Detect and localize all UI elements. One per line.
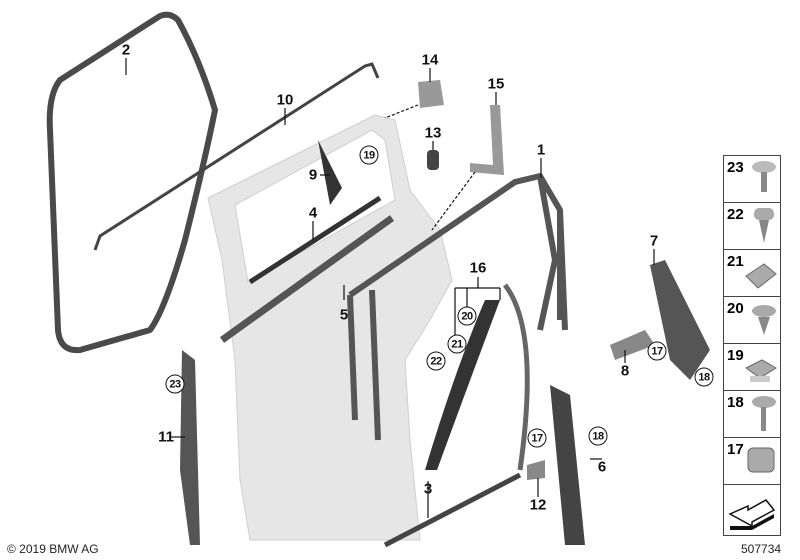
callout-3: 3 (423, 480, 433, 498)
callout-11: 11 (158, 428, 174, 446)
callout-14: 14 (421, 51, 439, 69)
circled-callout-18: 18 (694, 367, 714, 387)
callout-12: 12 (529, 496, 547, 514)
diagram-number: 507734 (741, 542, 782, 556)
callout-16: 16 (469, 259, 487, 277)
cap (427, 150, 439, 170)
panel-item-23: 23 (724, 156, 780, 203)
direction-arrow-icon (728, 499, 776, 530)
pillar-cover (650, 260, 710, 380)
callout-5: 5 (339, 306, 349, 324)
panel-number: 20 (727, 300, 744, 317)
circled-callout-22: 22 (426, 351, 446, 371)
expanding-rivet-icon (752, 305, 776, 335)
panel-item-18: 18 (724, 391, 780, 438)
callout-6: 6 (597, 458, 607, 476)
circled-callout-21: 21 (447, 334, 467, 354)
circled-callout-19: 19 (359, 145, 379, 165)
callout-9: 9 (308, 166, 318, 184)
panel-item-19: 19 (724, 344, 780, 391)
circled-callout-18-lower: 18 (588, 426, 608, 446)
panel-item-17: 17 (724, 438, 780, 485)
belt-molding (219, 215, 395, 343)
sill-strip (383, 472, 522, 548)
small-bracket (527, 460, 545, 480)
panel-number: 23 (727, 159, 744, 176)
callout-13: 13 (424, 124, 442, 142)
panel-number: 18 (727, 394, 744, 411)
push-rivet-icon (752, 161, 776, 192)
callout-10: 10 (276, 91, 294, 109)
clip-nut-icon (745, 263, 777, 289)
callout-2: 2 (121, 41, 131, 59)
panel-item-21: 21 (724, 250, 780, 297)
spring-nut-icon (745, 359, 777, 382)
callout-4: 4 (308, 204, 318, 222)
panel-item-20: 20 (724, 297, 780, 344)
panel-number: 22 (727, 206, 744, 223)
callout-8: 8 (620, 362, 630, 380)
arch-trim (425, 300, 500, 470)
door-seal (46, 11, 218, 354)
circled-callout-20: 20 (457, 306, 477, 326)
window-channel (248, 195, 382, 285)
circled-callout-17-lower: 17 (527, 428, 547, 448)
clip-icon (747, 447, 775, 473)
copyright-text: © 2019 BMW AG (7, 542, 99, 556)
screw-icon (754, 208, 774, 243)
callout-7: 7 (649, 232, 659, 250)
lower-trim (180, 350, 200, 545)
roof-strip (93, 62, 380, 251)
clip (418, 80, 444, 108)
panel-item-22: 22 (724, 203, 780, 250)
circled-callout-17: 17 (647, 341, 667, 361)
window-frame (347, 173, 568, 441)
bracket (610, 330, 655, 360)
panel-number: 19 (727, 347, 744, 364)
panel-arrow (724, 485, 780, 535)
callout-15: 15 (487, 75, 505, 93)
b-pillar-trim (550, 385, 585, 545)
callout-1: 1 (536, 141, 546, 159)
panel-number: 21 (727, 253, 744, 270)
panel-number: 17 (727, 441, 744, 458)
tapping-screw-icon (752, 396, 776, 431)
bracket-15 (470, 105, 504, 175)
triangle-trim (318, 140, 342, 205)
circled-callout-23: 23 (165, 374, 185, 394)
fastener-panel: 23 22 21 20 19 18 17 (723, 155, 781, 536)
